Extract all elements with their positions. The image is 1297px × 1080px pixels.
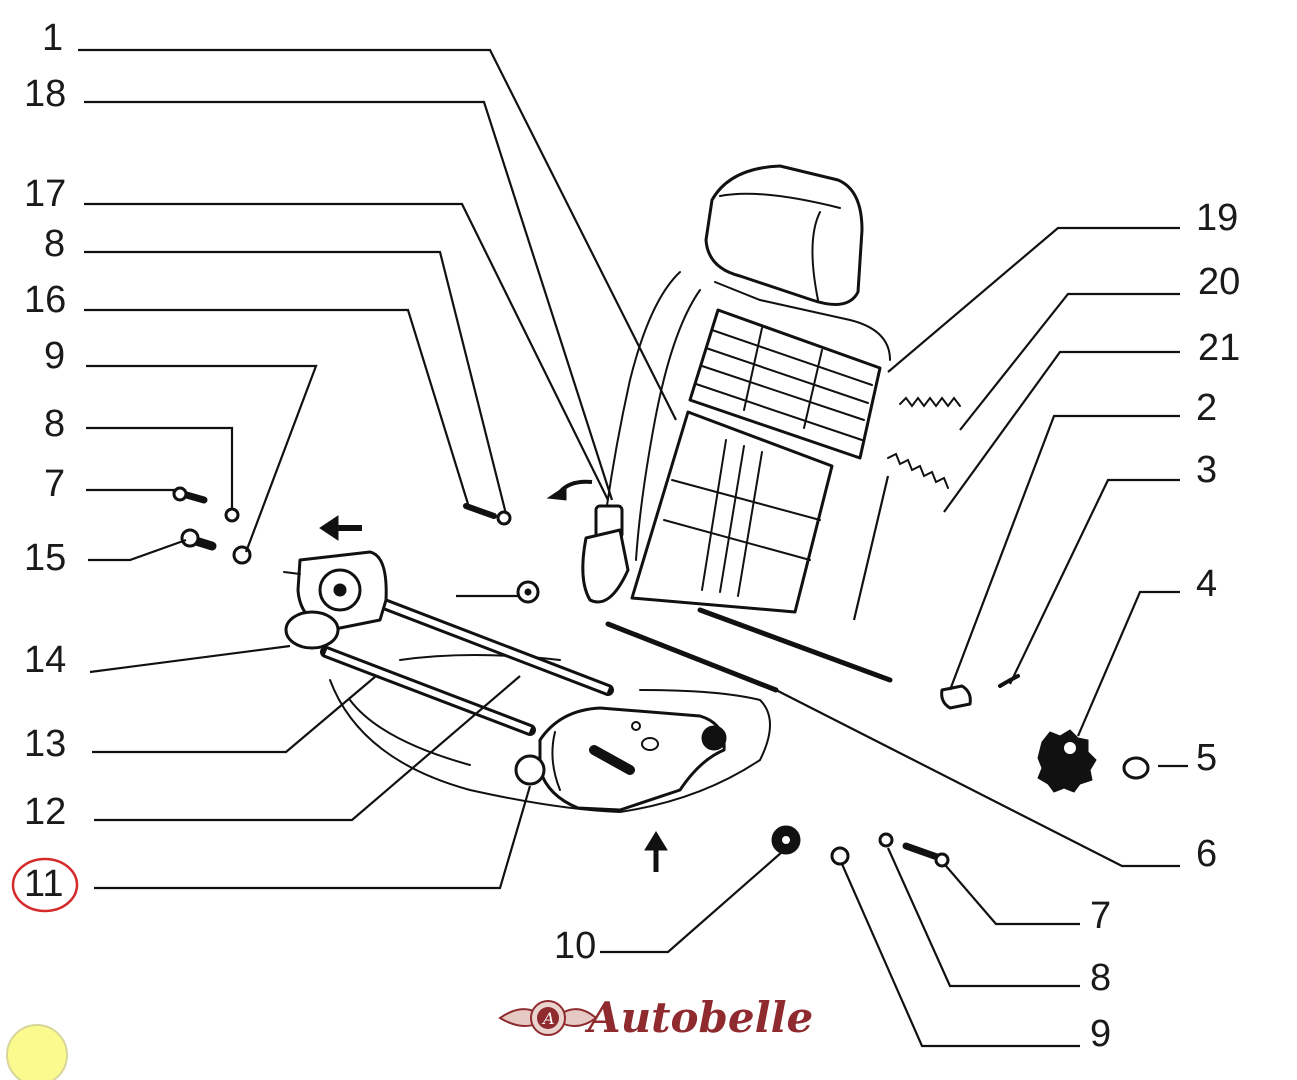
spring-21 xyxy=(887,452,949,489)
callout-16[interactable]: 16 xyxy=(24,279,66,321)
brand-name: Autobelle xyxy=(584,993,813,1042)
callouts-bottom: 10 7 8 9 xyxy=(554,895,1111,1055)
callout-19[interactable]: 19 xyxy=(1196,197,1238,239)
callout-7[interactable]: 7 xyxy=(1090,895,1111,937)
callout-14[interactable]: 14 xyxy=(24,639,66,681)
callout-11[interactable]: 11 xyxy=(24,863,63,905)
callouts-left: 1 18 17 8 16 9 8 7 15 14 13 12 11 xyxy=(11,17,79,913)
arrow-up-icon xyxy=(644,831,668,872)
callout-10[interactable]: 10 xyxy=(554,925,596,967)
callout-8[interactable]: 8 xyxy=(1090,957,1111,999)
brand-logo: A Autobelle xyxy=(498,993,813,1042)
callout-9[interactable]: 9 xyxy=(44,335,65,377)
nut-8-left xyxy=(224,507,240,523)
emblem-letter: A xyxy=(541,1009,555,1028)
seat-illustration xyxy=(172,164,1150,872)
callout-8[interactable]: 8 xyxy=(44,403,65,445)
headrest xyxy=(704,164,864,306)
callout-13[interactable]: 13 xyxy=(24,723,66,765)
bolt-16 xyxy=(463,503,512,526)
cursor-marker xyxy=(6,1024,68,1080)
shaft-6 xyxy=(605,607,893,693)
bolt-7-left xyxy=(172,486,208,504)
backrest-frame-lower xyxy=(630,410,834,614)
callout-12[interactable]: 12 xyxy=(24,791,66,833)
callout-1[interactable]: 1 xyxy=(42,17,63,59)
callout-3[interactable]: 3 xyxy=(1196,449,1217,491)
cap-5 xyxy=(1122,756,1150,780)
cap-2 xyxy=(940,684,972,710)
callout-6[interactable]: 6 xyxy=(1196,833,1217,875)
callout-4[interactable]: 4 xyxy=(1196,563,1217,605)
callout-18[interactable]: 18 xyxy=(24,73,66,115)
clip-3 xyxy=(998,674,1020,688)
motor-left xyxy=(283,550,388,650)
bolt-15 xyxy=(180,528,217,551)
callouts-right: 19 20 21 2 3 4 5 6 xyxy=(1196,197,1240,875)
spring-20 xyxy=(899,396,961,408)
gearbox-right xyxy=(514,706,727,812)
recliner-mechanism xyxy=(581,504,630,604)
callout-20[interactable]: 20 xyxy=(1198,261,1240,303)
callout-17[interactable]: 17 xyxy=(24,173,66,215)
leader-lines xyxy=(78,48,1188,1048)
callout-2[interactable]: 2 xyxy=(1196,387,1217,429)
seat-cushion xyxy=(329,679,771,814)
washer-9-bottom xyxy=(830,846,850,866)
backrest-frame-upper xyxy=(688,308,882,460)
callout-5[interactable]: 5 xyxy=(1196,737,1217,779)
tube-12 xyxy=(378,598,614,696)
callout-8[interactable]: 8 xyxy=(44,223,65,265)
curved-arrow-icon xyxy=(546,479,593,501)
highlight-circle xyxy=(11,857,79,913)
callout-15[interactable]: 15 xyxy=(24,537,66,579)
gear-10 xyxy=(771,825,801,855)
callout-7[interactable]: 7 xyxy=(44,463,65,505)
nut-8-bottom xyxy=(878,832,894,848)
bolt-7-bottom xyxy=(902,842,950,868)
tube-13 xyxy=(320,646,536,736)
emblem-icon: A xyxy=(498,1000,598,1036)
arrow-left-icon xyxy=(319,515,362,541)
callout-9[interactable]: 9 xyxy=(1090,1013,1111,1055)
callout-21[interactable]: 21 xyxy=(1198,327,1240,369)
knob-4 xyxy=(1037,729,1097,793)
